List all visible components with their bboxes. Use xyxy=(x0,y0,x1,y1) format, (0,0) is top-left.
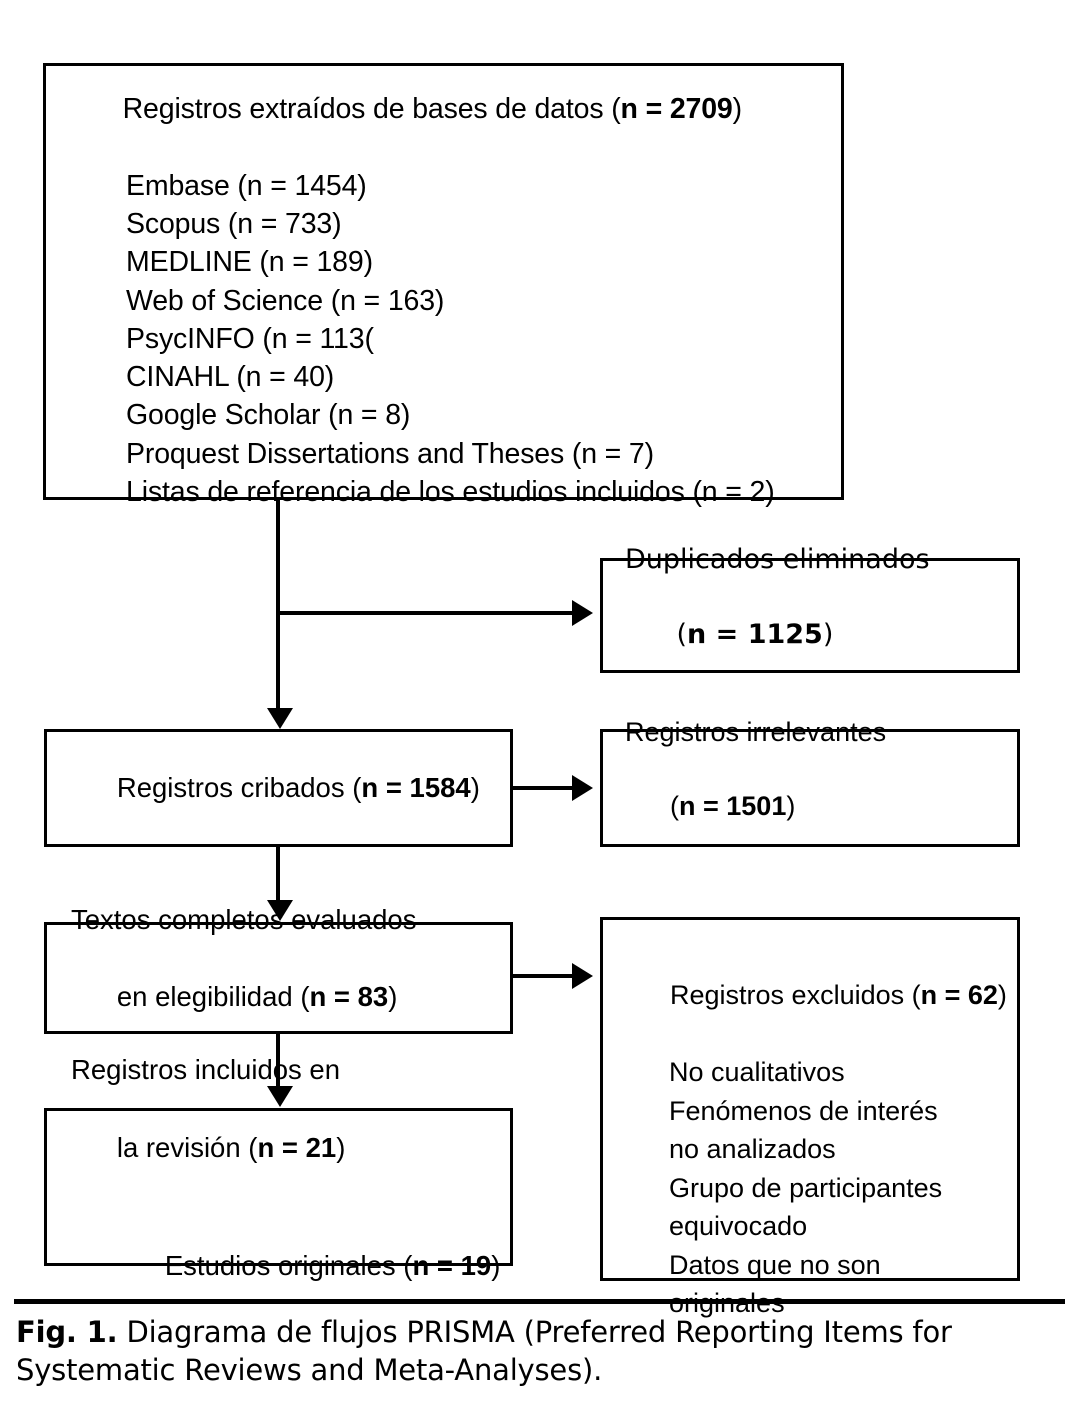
identification-title-count: n = 2709 xyxy=(620,92,733,125)
excluded-reason-3: Grupo de participantes xyxy=(669,1172,943,1203)
connector-to-excluded xyxy=(510,974,574,978)
identification-title: Registros extraídos de bases de datos (n… xyxy=(76,52,841,167)
figure-number-label: Fig. 1. xyxy=(16,1315,118,1349)
included-line-3: Estudios originales (n = 19) xyxy=(71,1207,510,1324)
records-screened-box: Registros cribados (n = 1584) xyxy=(44,729,513,847)
excluded-records-box: Registros excluidos (n = 62) No cualitat… xyxy=(600,917,1020,1318)
source-line-reference-lists: Listas de referencia de los estudios inc… xyxy=(126,476,775,509)
included-line-2-suffix: ) xyxy=(336,1132,346,1164)
identification-title-prefix: Registros extraídos de bases de datos ( xyxy=(122,92,621,125)
screened-label-suffix: ) xyxy=(470,772,480,804)
duplicates-count-prefix: ( xyxy=(676,618,688,650)
fulltext-assessed-box: Textos completos evaluados en elegibilid… xyxy=(44,904,513,1034)
irrelevant-count: (n = 1501) xyxy=(625,751,1017,863)
duplicates-removed-box: Duplicados eliminados (n = 1125) xyxy=(600,544,1020,673)
records-included-box: Registros incluidos en la revisión (n = … xyxy=(44,1054,513,1281)
screened-label-prefix: Registros cribados ( xyxy=(116,772,362,804)
arrowhead-screened-icon xyxy=(267,708,293,729)
excluded-reason-4-cont: originales xyxy=(669,1288,785,1319)
excluded-reason-2: Fenómenos de interés xyxy=(669,1095,938,1126)
irrelevant-count-prefix: ( xyxy=(670,791,680,821)
screened-count-value: n = 1584 xyxy=(361,772,471,804)
connector-screened-to-fulltext xyxy=(276,847,280,903)
source-line-psycinfo: PsycINFO (n = 113( xyxy=(126,322,374,355)
duplicates-label: Duplicados eliminados xyxy=(625,544,930,575)
included-line-1: Registros incluidos en xyxy=(71,1054,341,1086)
fulltext-line-2: en elegibilidad (n = 83) xyxy=(71,940,510,1056)
connector-identification-to-screened xyxy=(276,500,280,712)
irrelevant-count-value: n = 1501 xyxy=(679,791,787,821)
included-count-value: n = 21 xyxy=(257,1132,337,1164)
identification-box: Registros extraídos de bases de datos (n… xyxy=(43,63,844,508)
included-line-2-prefix: la revisión ( xyxy=(116,1132,258,1164)
screened-label: Registros cribados (n = 1584) xyxy=(71,734,510,841)
arrowhead-included-icon xyxy=(267,1086,293,1107)
source-line-proquest: Proquest Dissertations and Theses (n = 7… xyxy=(126,437,654,470)
excluded-title-suffix: ) xyxy=(997,980,1007,1011)
connector-to-irrelevant xyxy=(510,786,574,790)
fulltext-count-value: n = 83 xyxy=(309,981,389,1012)
fulltext-line-2-prefix: en elegibilidad ( xyxy=(116,981,310,1012)
duplicates-count-suffix: ) xyxy=(822,618,834,650)
included-line-2: la revisión (n = 21) xyxy=(71,1089,510,1206)
connector-to-duplicates xyxy=(276,611,574,615)
irrelevant-records-box: Registros irrelevantes (n = 1501) xyxy=(600,717,1020,847)
fulltext-line-1: Textos completos evaluados xyxy=(71,904,417,935)
source-line-scopus: Scopus (n = 733) xyxy=(126,207,342,240)
duplicates-count: (n = 1125) xyxy=(625,578,1017,690)
figure-caption: Fig. 1. Diagrama de flujos PRISMA (Prefe… xyxy=(16,1314,1066,1389)
identification-title-suffix: ) xyxy=(732,92,742,125)
arrowhead-excluded-icon xyxy=(572,963,593,989)
excluded-title: Registros excluidos (n = 62) xyxy=(625,938,1017,1053)
source-line-medline: MEDLINE (n = 189) xyxy=(126,246,373,279)
excluded-count-value: n = 62 xyxy=(920,980,998,1011)
excluded-reason-2-cont: no analizados xyxy=(669,1134,836,1165)
source-line-cinahl: CINAHL (n = 40) xyxy=(126,361,335,394)
included-line-3-prefix: Estudios originales ( xyxy=(164,1249,413,1281)
irrelevant-count-suffix: ) xyxy=(786,791,796,821)
excluded-title-prefix: Registros excluidos ( xyxy=(670,980,921,1011)
excluded-reason-4: Datos que no son xyxy=(669,1249,881,1280)
source-line-google-scholar: Google Scholar (n = 8) xyxy=(126,399,411,432)
excluded-reason-3-cont: equivocado xyxy=(669,1211,808,1242)
duplicates-count-value: n = 1125 xyxy=(687,618,823,650)
arrowhead-fulltext-icon xyxy=(267,900,293,921)
connector-fulltext-to-included xyxy=(276,1034,280,1089)
figure-caption-text: Diagrama de flujos PRISMA (Preferred Rep… xyxy=(16,1315,952,1387)
source-line-web-of-science: Web of Science (n = 163) xyxy=(126,284,445,317)
source-line-embase: Embase (n = 1454) xyxy=(126,169,367,202)
caption-divider xyxy=(14,1299,1065,1304)
included-line-3-suffix: ) xyxy=(491,1249,501,1281)
excluded-reason-1: No cualitativos xyxy=(669,1057,845,1088)
arrowhead-irrelevant-icon xyxy=(572,775,593,801)
included-originals-value: n = 19 xyxy=(412,1249,492,1281)
fulltext-line-2-suffix: ) xyxy=(388,981,398,1012)
irrelevant-label: Registros irrelevantes xyxy=(625,716,887,747)
arrowhead-duplicates-icon xyxy=(572,600,593,626)
